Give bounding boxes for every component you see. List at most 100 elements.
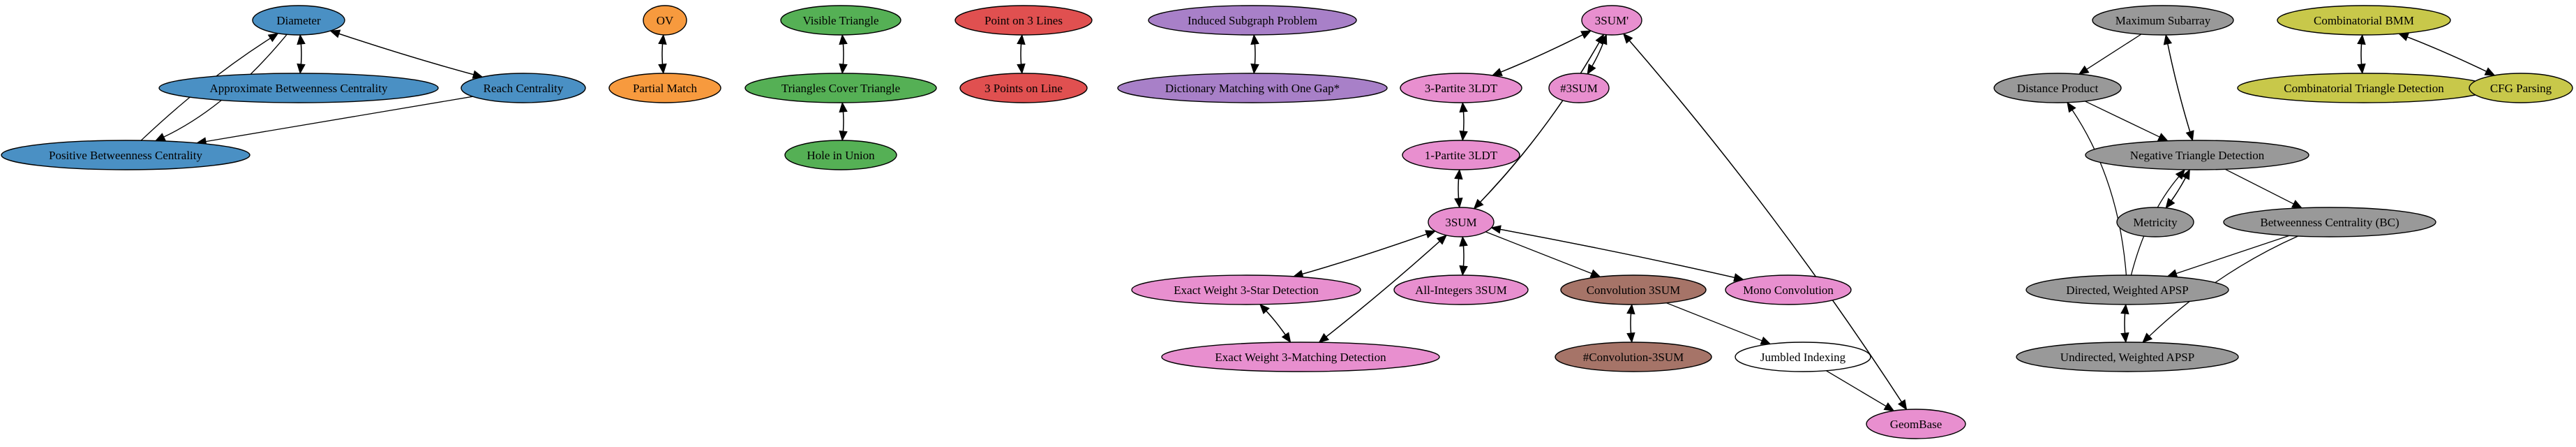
node-three-points-on-line[interactable]: 3 Points on Line	[959, 73, 1088, 103]
edge-sharp-convolution-3sum-to-convolution-3sum	[1626, 303, 1635, 343]
node-shape	[1866, 409, 1966, 439]
edge-line	[1462, 111, 1465, 141]
edge-negative-triangle-to-betweenness-bc	[2224, 168, 2303, 209]
edge-line	[1666, 302, 1762, 342]
node-combinatorial-bmm[interactable]: Combinatorial BMM	[2277, 5, 2451, 36]
edge-line	[1458, 178, 1460, 208]
node-jumbled-indexing[interactable]: Jumbled Indexing	[1735, 342, 1871, 372]
arrowhead-icon	[2357, 34, 2366, 45]
node-shape	[252, 5, 345, 36]
node-visible-triangle[interactable]: Visible Triangle	[780, 5, 901, 36]
node-label: Point on 3 Lines	[984, 14, 1063, 27]
node-combinatorial-triangle[interactable]: Combinatorial Triangle Detection	[2237, 73, 2491, 103]
node-betweenness-bc[interactable]: Betweenness Centrality (BC)	[2223, 207, 2436, 237]
arrowhead-icon	[2142, 332, 2153, 344]
node-threesum[interactable]: 3SUM	[1428, 207, 1495, 237]
node-label: Jumbled Indexing	[1760, 351, 1846, 364]
arrowhead-icon	[2291, 200, 2303, 209]
edge-negative-triangle-to-maximum-subarray	[2163, 34, 2194, 141]
edge-line	[330, 30, 474, 75]
node-label: 3SUM'	[1595, 14, 1628, 27]
arrowhead-icon	[1883, 402, 1895, 411]
edge-line	[2360, 43, 2363, 74]
node-exact-3star[interactable]: Exact Weight 3-Star Detection	[1131, 274, 1361, 305]
node-induced-subgraph[interactable]: Induced Subgraph Problem	[1148, 5, 1357, 36]
node-metricity[interactable]: Metricity	[2116, 207, 2194, 237]
arrowhead-icon	[839, 101, 848, 113]
node-convolution-3sum[interactable]: Convolution 3SUM	[1560, 274, 1707, 305]
node-negative-triangle[interactable]: Negative Triangle Detection	[2085, 140, 2309, 170]
node-one-partite-3ldt[interactable]: 1-Partite 3LDT	[1402, 140, 1520, 170]
arrowhead-icon	[1490, 225, 1502, 234]
node-shape	[2085, 140, 2309, 170]
edge-threesum-prime-to-threesum	[1473, 34, 1605, 210]
node-maximum-subarray[interactable]: Maximum Subarray	[2092, 5, 2234, 36]
node-label: #Convolution-3SUM	[1583, 351, 1684, 364]
node-sharp-3sum[interactable]: #3SUM	[1548, 73, 1610, 103]
node-distance-product[interactable]: Distance Product	[1993, 73, 2122, 103]
arrowhead-icon	[1760, 336, 1772, 345]
node-label: CFG Parsing	[2490, 82, 2552, 95]
node-directed-apsp[interactable]: Directed, Weighted APSP	[2025, 274, 2229, 305]
node-exact-3matching[interactable]: Exact Weight 3-Matching Detection	[1161, 342, 1440, 372]
node-label: Convolution 3SUM	[1587, 284, 1681, 297]
node-cfg-parsing[interactable]: CFG Parsing	[2469, 73, 2573, 103]
node-label: GeomBase	[1890, 418, 1942, 431]
node-label: Metricity	[2133, 216, 2178, 229]
node-point-on-3-lines[interactable]: Point on 3 Lines	[954, 5, 1093, 36]
node-shape	[780, 5, 901, 36]
edge-three-points-on-line-to-point-on-3-lines	[1017, 34, 1026, 74]
node-triangles-cover[interactable]: Triangles Cover Triangle	[744, 73, 937, 103]
edge-line	[2398, 33, 2487, 72]
node-mono-convolution[interactable]: Mono Convolution	[1725, 274, 1852, 305]
node-approx-bc[interactable]: Approximate Betweenness Centrality	[158, 73, 439, 103]
arrowhead-icon	[154, 133, 166, 142]
arrowhead-icon	[1595, 34, 1605, 45]
node-all-integers-3sum[interactable]: All-Integers 3SUM	[1393, 274, 1529, 305]
edge-exact-3star-to-threesum	[1293, 230, 1437, 277]
node-shape	[2469, 73, 2573, 103]
edges-layer	[140, 29, 2496, 411]
edge-line	[1500, 228, 1744, 280]
edge-line	[2072, 110, 2127, 276]
node-three-partite-3ldt[interactable]: 3-Partite 3LDT	[1400, 73, 1522, 103]
node-shape	[1428, 207, 1495, 237]
node-reach-centrality[interactable]: Reach Centrality	[460, 73, 586, 103]
arrowhead-icon	[1454, 168, 1463, 180]
edge-line	[841, 111, 844, 141]
node-hole-in-union[interactable]: Hole in Union	[784, 140, 897, 170]
edge-line	[1630, 313, 1633, 343]
edge-one-partite-3ldt-to-three-partite-3ldt	[1459, 101, 1468, 141]
arrowhead-icon	[1425, 230, 1437, 239]
arrowhead-icon	[2078, 65, 2090, 75]
node-threesum-prime[interactable]: 3SUM'	[1581, 5, 1642, 36]
node-shape	[1402, 140, 1520, 170]
node-geombase[interactable]: GeomBase	[1866, 409, 1966, 439]
node-label: 1-Partite 3LDT	[1425, 149, 1498, 162]
node-label: Hole in Union	[807, 149, 875, 162]
node-partial-match[interactable]: Partial Match	[608, 73, 721, 103]
node-undirected-apsp[interactable]: Undirected, Weighted APSP	[2016, 342, 2239, 372]
node-label: Combinatorial BMM	[2314, 14, 2414, 27]
edge-threesum-to-convolution-3sum	[1485, 231, 1601, 278]
edge-directed-apsp-to-distance-product	[2067, 101, 2127, 276]
node-label: Triangles Cover Triangle	[781, 82, 900, 95]
node-dictionary-matching[interactable]: Dictionary Matching with One Gap*	[1117, 73, 1388, 103]
node-sharp-convolution-3sum[interactable]: #Convolution-3SUM	[1555, 342, 1712, 372]
node-label: Diameter	[276, 14, 321, 27]
edge-partial-match-to-ov	[658, 34, 667, 74]
edge-combinatorial-triangle-to-combinatorial-bmm	[2357, 34, 2366, 74]
node-label: Mono Convolution	[1743, 284, 1834, 297]
node-diameter[interactable]: Diameter	[252, 5, 345, 36]
node-ov[interactable]: OV	[643, 5, 687, 36]
node-shape	[1148, 5, 1357, 36]
node-shape	[784, 140, 897, 170]
edge-line	[1020, 43, 1023, 74]
edge-approx-bc-to-diameter	[297, 34, 306, 74]
edge-combinatorial-bmm-to-cfg-parsing	[2398, 33, 2496, 76]
edge-line	[2176, 235, 2290, 274]
node-positive-bc[interactable]: Positive Betweenness Centrality	[1, 140, 250, 170]
node-shape	[2016, 342, 2239, 372]
